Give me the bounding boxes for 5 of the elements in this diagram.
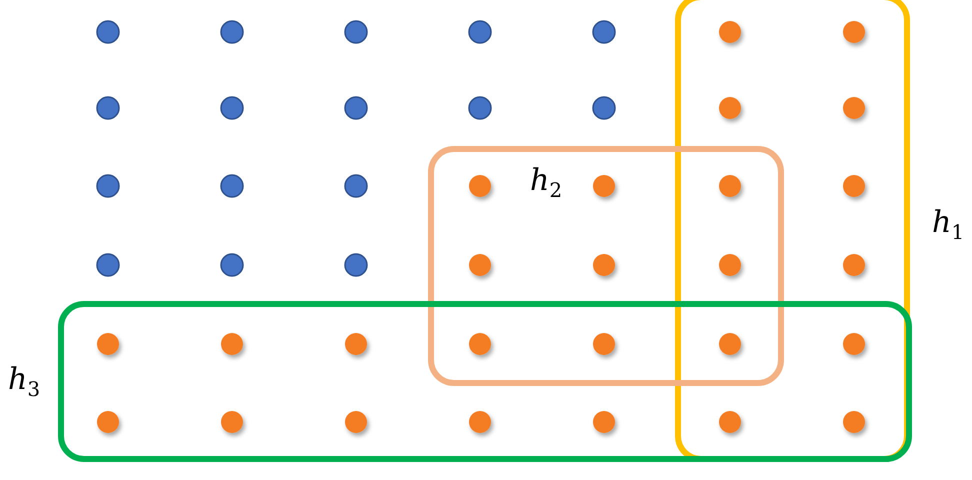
set-label: h$_{1}$ bbox=[932, 208, 964, 242]
group-outline bbox=[428, 146, 784, 386]
set-label: h$_{3}$ bbox=[8, 365, 40, 399]
group-outline bbox=[58, 301, 912, 462]
set-label: h$_{2}$ bbox=[530, 166, 562, 200]
